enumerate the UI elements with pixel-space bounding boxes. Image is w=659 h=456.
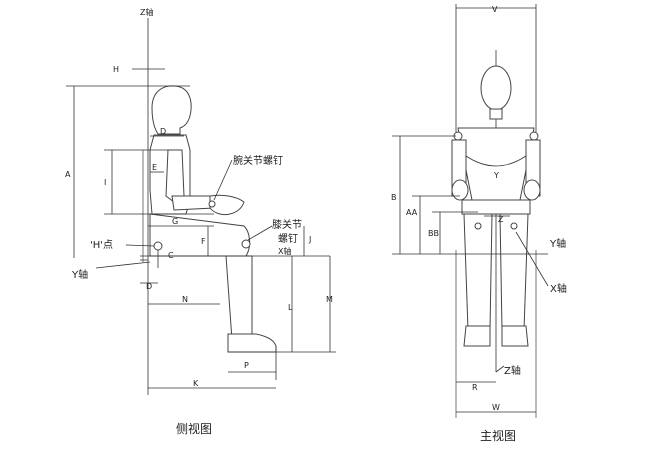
dim-j-label: J [308,235,311,244]
side-y-axis-leader [95,261,151,269]
front-head [480,65,512,111]
dim-h-label: H [113,65,119,74]
front-left-knee-bolt [474,222,482,230]
front-x-axis-label: X轴 [550,282,567,295]
wrist-bolt-callout: 腕关节螺钉 [233,154,283,167]
front-view-caption: 主视图 [480,428,516,443]
dim-v-label: V [492,5,498,14]
front-torso [457,127,535,201]
side-knee-bolt-marker [241,239,251,249]
side-hand [209,194,245,216]
dim-bb-label: BB [428,229,439,238]
dim-aa-label: AA [406,208,418,217]
side-lower-leg [225,255,253,341]
front-z-axis-label: Z轴 [504,364,521,377]
front-right-shoulder-bolt [529,131,539,141]
side-upper-arm [165,149,185,203]
dim-f-label: F [201,237,206,246]
dim-n-label: N [182,295,188,304]
dim-c-label: C [168,251,174,260]
h-point-callout: 'H'点 [90,239,113,251]
side-wrist-bolt-marker [208,200,216,208]
front-y-axis-label: Y轴 [549,237,566,250]
side-z-axis-label: Z轴 [140,7,153,17]
dim-p-label: P [244,361,249,370]
side-h-point-marker [153,241,163,251]
knee-bolt-callout-line1: 膝关节 [272,218,302,231]
dim-d-bottom-label: D [146,282,152,291]
dim-i-label: I [104,178,106,187]
front-z-axis-leader [495,365,505,373]
dim-r-label: R [472,383,478,392]
front-left-leg [463,213,493,331]
front-left-foot [463,325,491,347]
dim-d-top-label: D [160,127,166,136]
dim-g-label: G [172,217,178,226]
front-right-foot [501,325,529,347]
dim-z-label: Z [498,215,504,224]
dim-k-label: K [193,379,199,388]
front-pelvis [461,199,531,215]
dim-l-label: L [288,303,293,312]
front-x-axis-leader [515,231,549,287]
front-view: V B AA [391,4,567,443]
wrist-bolt-leader [213,159,233,201]
front-right-hand [523,179,541,201]
dim-b-label: B [391,193,397,202]
dim-y-arc [465,155,527,167]
side-head [151,85,192,135]
dim-y-label: Y [493,171,499,180]
dim-m-label: M [326,295,333,304]
side-y-axis-label: Y轴 [71,268,88,281]
h-point-leader [125,244,155,247]
side-foot [227,333,277,353]
side-thigh [149,213,251,257]
side-view-caption: 侧视图 [176,421,212,436]
knee-bolt-callout-line2: 螺钉 [278,233,298,245]
front-right-leg [499,213,529,331]
side-view: Z轴 H A [65,7,336,436]
dim-a-label: A [65,170,71,179]
front-left-hand [451,179,469,201]
side-forearm [171,195,215,211]
knee-bolt-leader [247,225,273,241]
dim-e-label: E [152,163,157,172]
side-x-axis-label: X轴 [278,246,291,256]
front-neck [489,108,503,120]
dim-w-label: W [492,403,500,412]
front-right-knee-bolt [510,222,518,230]
